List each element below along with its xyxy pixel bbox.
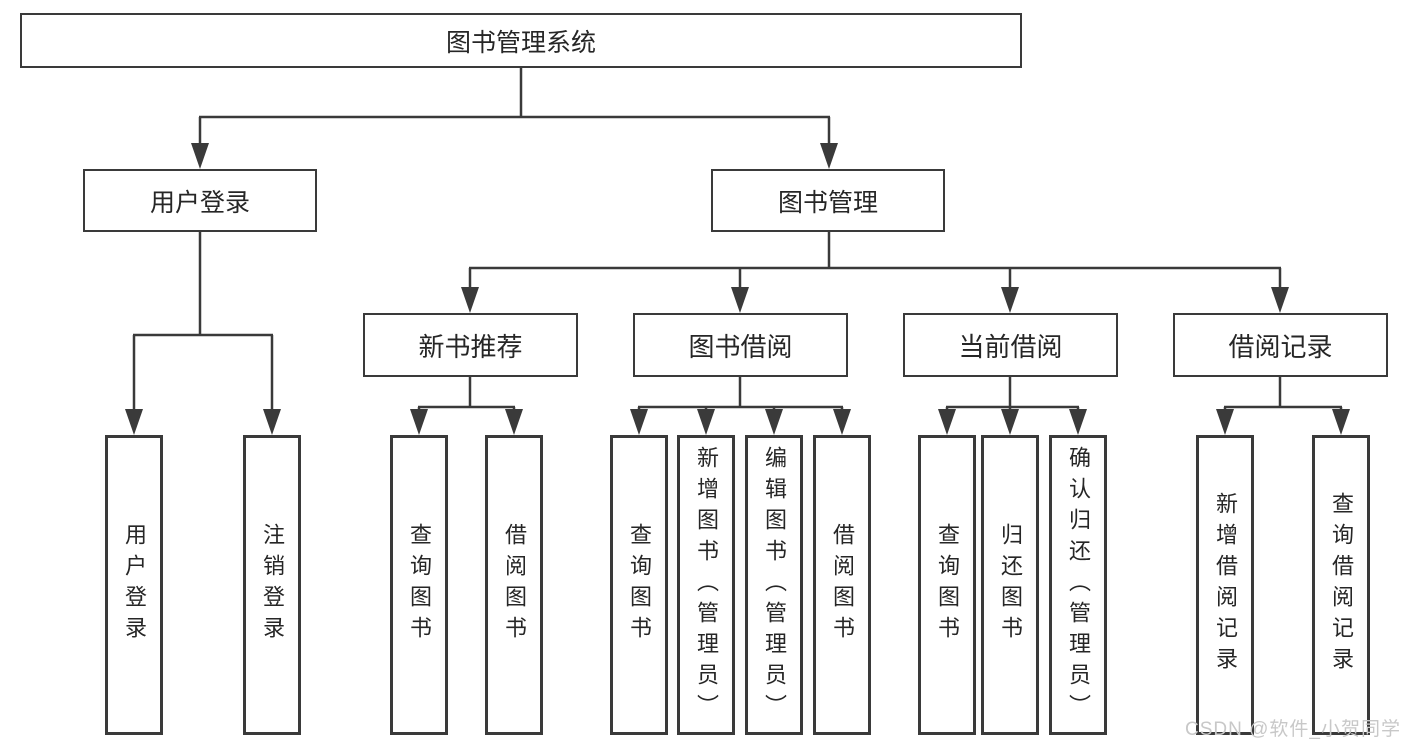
leaf-query-books-current: 查询图书 <box>918 435 976 735</box>
node-system-root: 图书管理系统 <box>20 13 1022 68</box>
leaf-label: 新增图书（管理员） <box>694 445 719 725</box>
leaf-user-login: 用户登录 <box>105 435 163 735</box>
leaf-label: 查询图书 <box>627 523 652 647</box>
leaf-label: 查询图书 <box>407 523 432 647</box>
node-current-borrowing: 当前借阅 <box>903 313 1118 377</box>
leaf-borrow-books: 借阅图书 <box>813 435 871 735</box>
node-book-management: 图书管理 <box>711 169 945 232</box>
leaf-label: 归还图书 <box>998 523 1023 647</box>
leaf-add-borrow-record: 新增借阅记录 <box>1196 435 1254 735</box>
leaf-label: 注销登录 <box>260 523 285 647</box>
leaf-label: 用户登录 <box>122 523 147 647</box>
arrowheads <box>125 143 1350 435</box>
leaf-label: 查询借阅记录 <box>1329 492 1354 678</box>
leaf-label: 借阅图书 <box>502 523 527 647</box>
node-label: 用户登录 <box>149 188 250 217</box>
leaf-query-borrow-record: 查询借阅记录 <box>1312 435 1370 735</box>
leaf-edit-books-admin: 编辑图书（管理员） <box>745 435 803 735</box>
node-book-borrowing: 图书借阅 <box>633 313 848 377</box>
leaf-add-books-admin: 新增图书（管理员） <box>677 435 735 735</box>
node-label: 图书管理 <box>777 188 878 217</box>
node-user-login: 用户登录 <box>83 169 317 232</box>
leaf-label: 确认归还（管理员） <box>1066 445 1091 725</box>
leaf-logout: 注销登录 <box>243 435 301 735</box>
leaf-borrow-books-recommend: 借阅图书 <box>485 435 543 735</box>
node-borrowing-records: 借阅记录 <box>1173 313 1388 377</box>
node-new-book-recommendation: 新书推荐 <box>363 313 578 377</box>
node-label: 新书推荐 <box>418 331 523 362</box>
leaf-confirm-return-admin: 确认归还（管理员） <box>1049 435 1107 735</box>
leaf-label: 新增借阅记录 <box>1213 492 1238 678</box>
leaf-return-books: 归还图书 <box>981 435 1039 735</box>
leaf-query-books-recommend: 查询图书 <box>390 435 448 735</box>
node-label: 借阅记录 <box>1228 331 1333 362</box>
leaf-label: 查询图书 <box>935 523 960 647</box>
leaf-label: 编辑图书（管理员） <box>762 445 787 725</box>
node-label: 当前借阅 <box>958 331 1063 362</box>
leaf-label: 借阅图书 <box>830 523 855 647</box>
node-label: 图书管理系统 <box>445 28 596 57</box>
node-label: 图书借阅 <box>688 331 793 362</box>
leaf-query-books-borrow: 查询图书 <box>610 435 668 735</box>
csdn-watermark: CSDN @软件_小贺同学 <box>1185 719 1401 740</box>
